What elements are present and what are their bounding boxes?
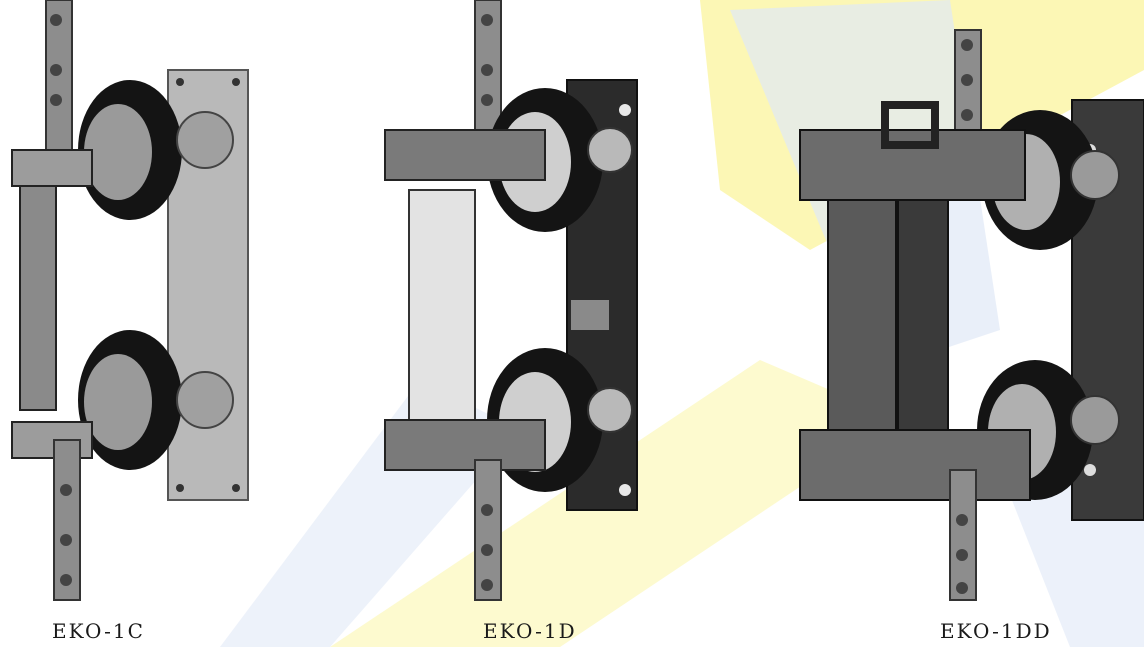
fuse-cutout-eko-1c-image <box>11 0 249 601</box>
fuse-tube-right <box>897 189 949 461</box>
fuse-tube <box>408 189 476 421</box>
caption-eko-1d: EKO-1D <box>483 619 577 643</box>
caption-eko-1c: EKO-1C <box>52 619 145 643</box>
fuse-cutout-eko-1d-image <box>384 0 638 601</box>
fuse-tube-left <box>827 189 897 461</box>
fuse-tube <box>19 149 57 411</box>
caption-eko-1dd: EKO-1DD <box>940 619 1052 643</box>
fuse-cutout-eko-1dd-image <box>799 29 1144 601</box>
